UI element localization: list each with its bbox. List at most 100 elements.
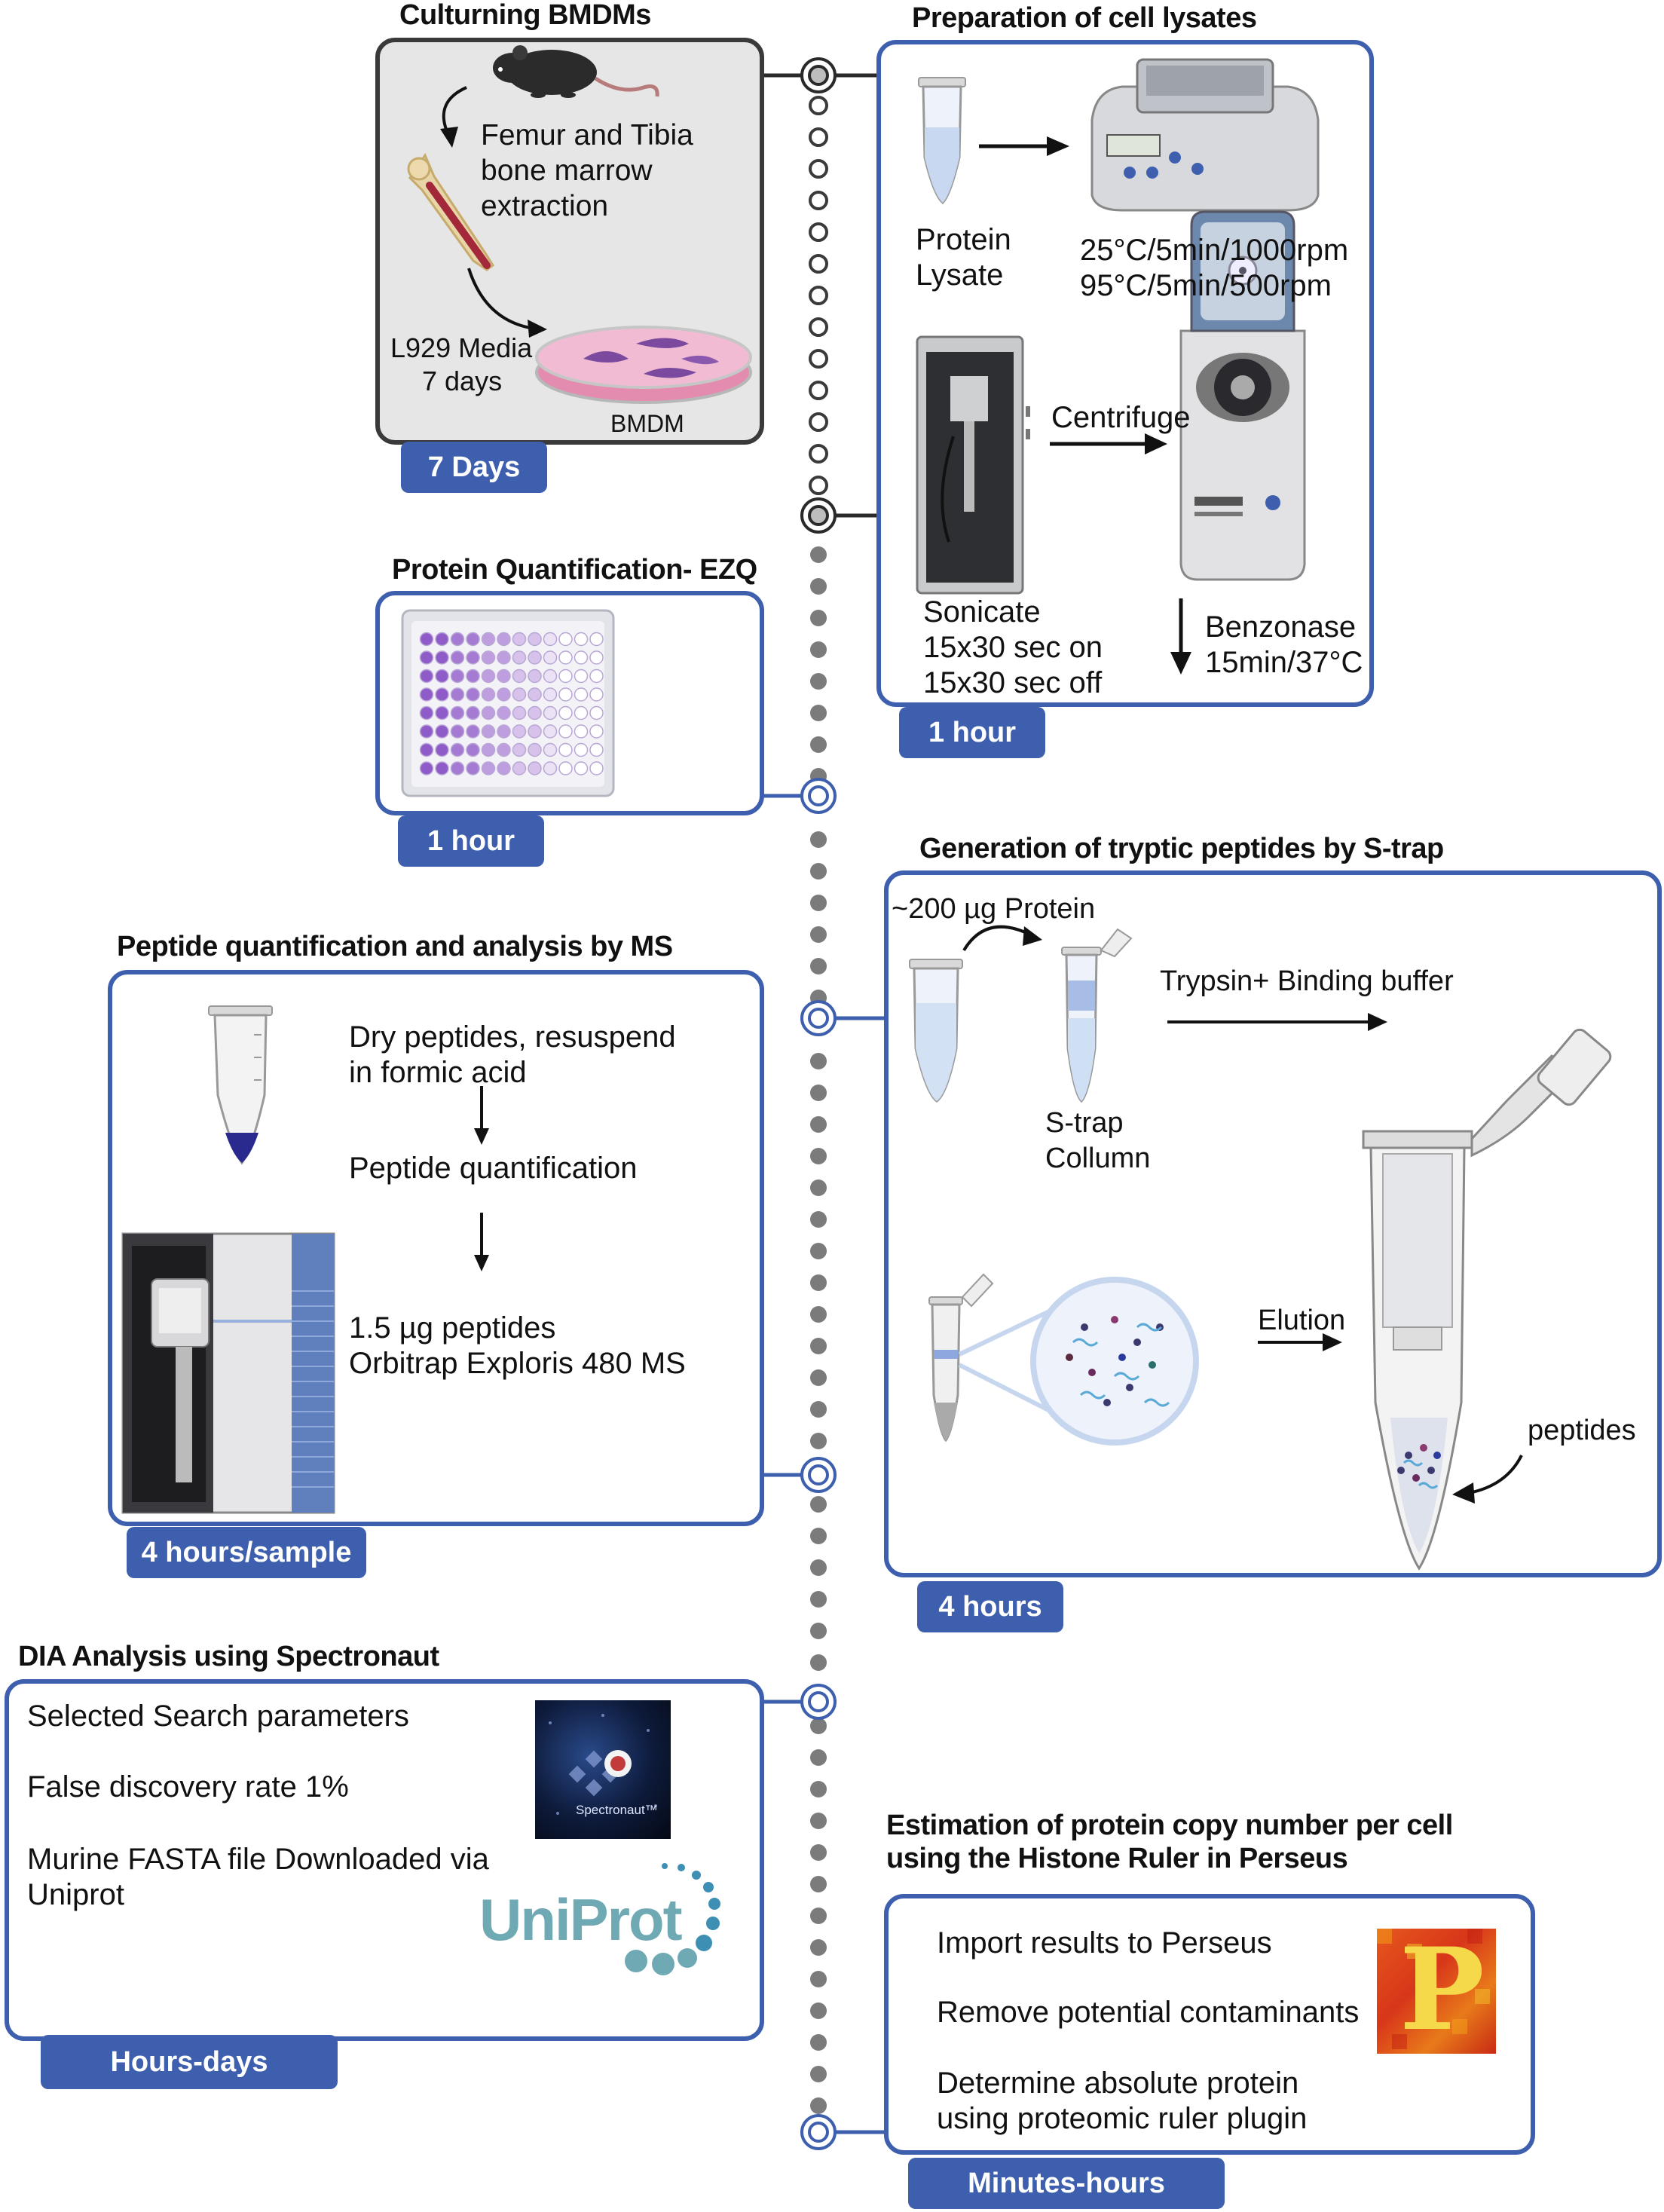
plate-well [450,668,465,684]
plate-well [512,724,527,739]
plate-well [543,650,558,665]
plate-well [558,668,573,684]
plate-well [481,632,496,647]
perseus-letter: P [1399,1929,1485,2054]
plate-well [435,724,449,739]
plate-well [481,761,496,776]
timeline-dot [810,1813,827,1829]
uniprot-logo: UniProt [479,1886,683,1953]
timeline-dot [810,1179,827,1196]
timeline-dot [810,546,827,563]
timeline-dot [810,1939,827,1956]
timeline-dot [810,2097,827,2114]
plate-well [558,705,573,721]
plate-well [466,724,480,739]
plate-well [528,742,542,757]
timeline-milestone-core [808,1008,829,1029]
tube-icon [208,1005,273,1165]
well-plate-icon [401,609,615,797]
protein-lysate-label: Protein Lysate [916,223,1011,292]
ms-duration-badge: 4 hours/sample [127,1527,366,1578]
plate-well [497,668,511,684]
timeline-dot [810,2034,827,2051]
dia-duration-badge: Hours-days [41,2035,338,2089]
timeline-dot [810,1908,827,1924]
plate-well [466,761,480,776]
sonicator-icon [916,335,1030,595]
plate-well [450,650,465,665]
perseus-item-1: Import results to Perseus [937,1926,1272,1960]
plate-well [574,668,589,684]
timeline-dot [810,1148,827,1164]
plate-well [497,650,511,665]
thermomixer-icon [1090,58,1320,212]
timeline-dot [810,1781,827,1797]
perseus-panel: Import results to Perseus Remove potenti… [884,1894,1535,2155]
timeline-dot [809,222,828,242]
media-text: L929 Media 7 days [390,332,533,396]
plate-well [466,650,480,665]
plate-well [558,761,573,776]
plate-well [481,687,496,702]
timeline-dot [810,1116,827,1133]
ms-step-1: Dry peptides, resuspend in formic acid [349,1020,676,1089]
plate-well [481,668,496,684]
timeline-dot [810,1338,827,1354]
timeline-dot [810,863,827,880]
plate-well [419,668,434,684]
timeline-dot [810,705,827,721]
plate-well [574,724,589,739]
plate-well [589,705,604,721]
plate-well [435,687,449,702]
plate-well [481,742,496,757]
extraction-text: Femur and Tibia bone marrow extraction [481,119,693,222]
timeline-dot [810,673,827,690]
timeline-dot [810,1306,827,1323]
plate-well [512,650,527,665]
timeline-dot [810,1749,827,1766]
ms-step-3: 1.5 µg peptides Orbitrap Exploris 480 MS [349,1311,686,1380]
plate-well [419,742,434,757]
timeline-dot [810,831,827,848]
plate-well [435,742,449,757]
plate-well [543,705,558,721]
plate-well [574,687,589,702]
timeline-dot [809,127,828,147]
elution-label: Elution [1258,1305,1346,1336]
timeline-dot [810,1718,827,1734]
lysates-panel: Protein Lysate 25°C/5min/1000rpm 95°C/5m… [876,40,1374,707]
tube-icon [909,959,963,1103]
plate-well [497,761,511,776]
plate-well [497,632,511,647]
plate-well [574,632,589,647]
ms-illustration [121,1005,489,1514]
plate-well [574,742,589,757]
dia-panel: Selected Search parameters False discove… [5,1679,764,2041]
plate-well [558,742,573,757]
plate-well [466,742,480,757]
perseus-item-2: Remove potential contaminants [937,1996,1360,2029]
lysates-title: Preparation of cell lysates [912,2,1257,34]
plate-well [558,687,573,702]
plate-well [466,668,480,684]
timeline-dot [810,1433,827,1449]
plate-well [543,668,558,684]
timeline-dot [810,1243,827,1259]
plate-well [450,632,465,647]
plate-well [558,650,573,665]
plate-well [497,705,511,721]
plate-well [558,724,573,739]
ms-panel: Dry peptides, resuspend in formic acid P… [108,970,764,1526]
timeline-dot [809,317,828,337]
timeline-dot [809,444,828,464]
plate-well [435,650,449,665]
timeline-dot [810,610,827,626]
plate-well [543,742,558,757]
timeline-dot [810,1274,827,1291]
plate-well [419,632,434,647]
timeline-milestone-core [808,1464,829,1485]
bone-icon [407,152,495,271]
timeline-dot [810,1528,827,1544]
centrifuge-icon [1179,210,1306,581]
